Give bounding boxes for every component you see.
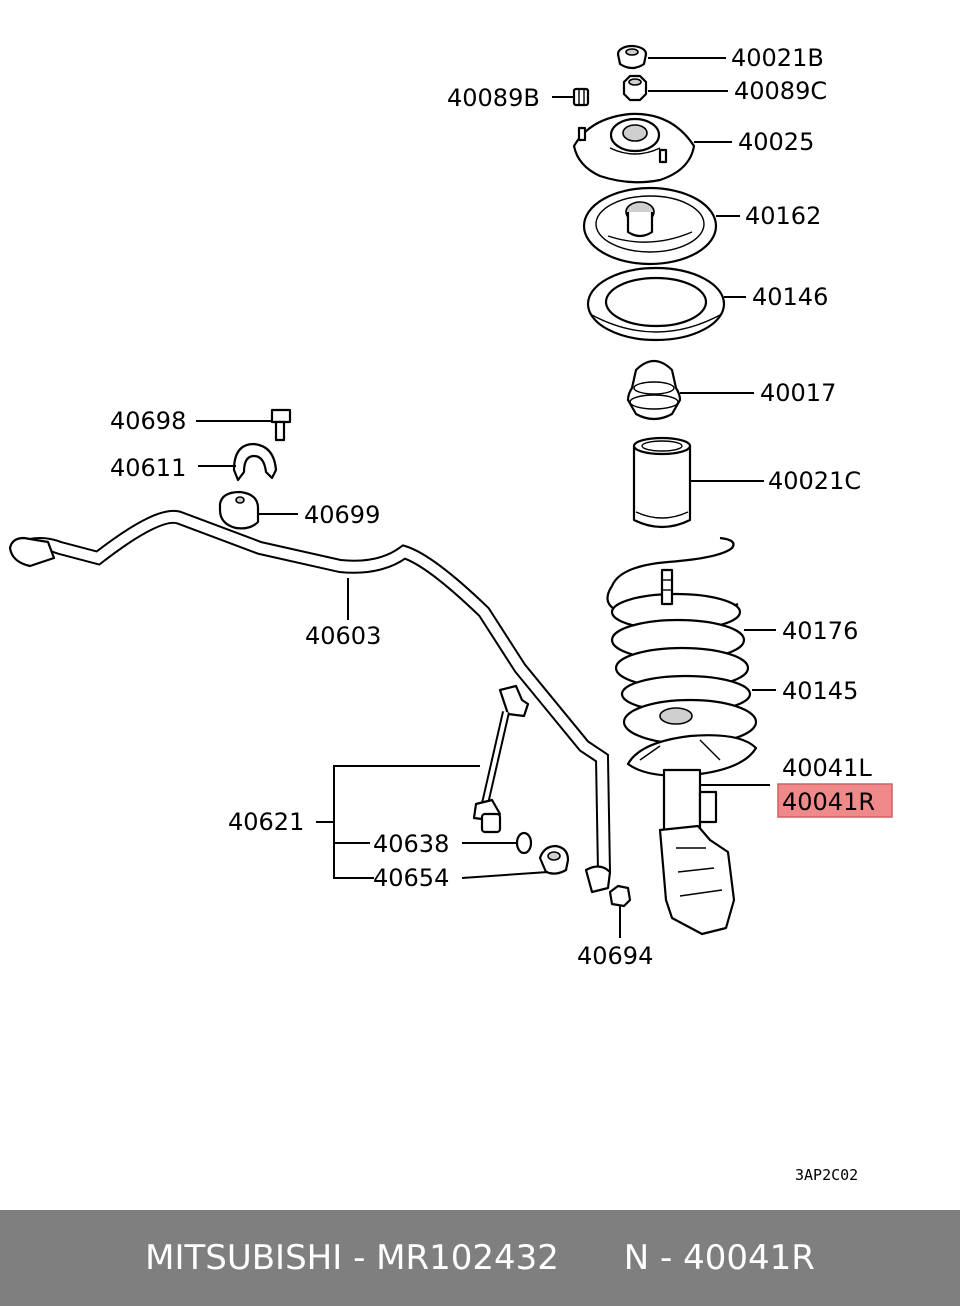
upper-bump-stopper <box>616 44 648 70</box>
coil-spring <box>606 536 752 714</box>
label-40176: 40176 <box>782 617 858 645</box>
diagram-reference-code: 3AP2C02 <box>795 1166 858 1184</box>
highlight-box <box>777 783 893 818</box>
bump-stopper <box>626 359 682 421</box>
footer-callout: N - 40041R <box>623 1238 815 1278</box>
label-40145: 40145 <box>782 677 858 705</box>
strut-mount <box>572 112 696 184</box>
footer-part-number: MR102432 <box>376 1238 559 1278</box>
spring-upper-seat <box>586 266 726 342</box>
label-40162: 40162 <box>745 202 821 230</box>
footer-separator: - <box>342 1238 377 1278</box>
nut-40089c <box>622 74 648 102</box>
label-40041l: 40041L <box>782 754 872 782</box>
label-40638: 40638 <box>373 830 449 858</box>
label-40025: 40025 <box>738 128 814 156</box>
footer-bar: MITSUBISHI - MR102432 N - 40041R <box>0 1210 960 1306</box>
stabilizer-bar <box>8 509 612 894</box>
label-40017: 40017 <box>760 379 836 407</box>
dust-cover <box>632 436 692 529</box>
label-40089b: 40089B <box>447 84 540 112</box>
label-40611: 40611 <box>110 454 186 482</box>
parts-diagram: 40021B 40089B 40089C 40025 40162 40146 4… <box>8 44 893 1184</box>
label-40694: 40694 <box>577 942 653 970</box>
bolt-40698 <box>270 408 292 442</box>
nut-40089b <box>572 87 590 107</box>
footer-brand: MITSUBISHI <box>145 1238 343 1278</box>
strut-assembly <box>626 734 758 936</box>
label-40603: 40603 <box>305 622 381 650</box>
label-40621: 40621 <box>228 808 304 836</box>
bushing-bracket <box>232 442 278 482</box>
label-40089c: 40089C <box>734 77 827 105</box>
link-washer <box>515 831 533 855</box>
label-40021c: 40021C <box>768 467 861 495</box>
nut-40694 <box>608 884 632 908</box>
footer-gap <box>559 1238 624 1278</box>
link-bushing <box>538 844 570 875</box>
stabilizer-link <box>472 684 530 834</box>
label-40041r: 40041R <box>782 788 875 816</box>
spring-lower-pad <box>622 698 758 746</box>
label-40146: 40146 <box>752 283 828 311</box>
bushing <box>218 490 260 530</box>
label-40699: 40699 <box>304 501 380 529</box>
strut-bearing <box>582 186 718 266</box>
label-40021b: 40021B <box>731 44 824 72</box>
label-40654: 40654 <box>373 864 449 892</box>
label-40698: 40698 <box>110 407 186 435</box>
